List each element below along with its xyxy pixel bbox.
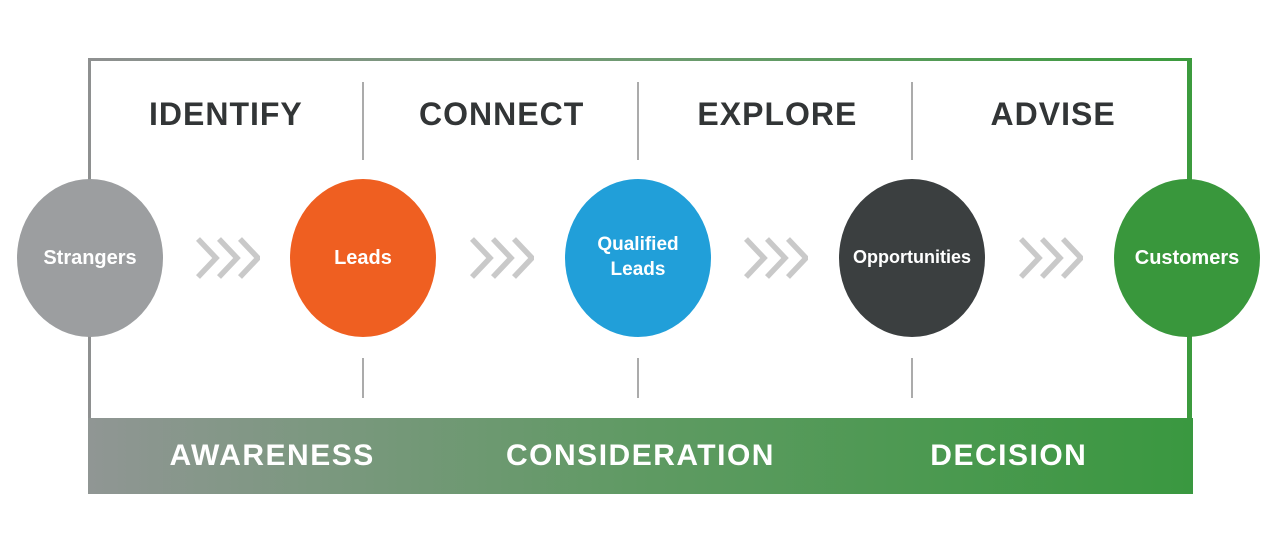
stage-divider [362,82,364,160]
circle-tick-divider [911,358,913,398]
triple-chevron-right-icon [742,235,808,281]
funnel-circle-opportunities: Opportunities [839,179,985,337]
funnel-circle-label: Strangers [43,247,137,269]
circle-tick-divider [362,358,364,398]
stage-label-explore: EXPLORE [697,96,858,132]
funnel-circle-label: Qualified Leads [597,234,679,280]
triple-chevron-right-icon [1017,235,1083,281]
bar-label-consideration: CONSIDERATION [506,439,775,472]
bar-label-decision: DECISION [930,439,1088,472]
top-stage-labels: IDENTIFY CONNECT EXPLORE ADVISE [88,96,1191,133]
funnel-circle-qualified-leads: Qualified Leads [565,179,711,337]
funnel-circle-label: Opportunities [853,247,971,268]
bar-label-awareness: AWARENESS [169,439,375,472]
triple-chevron-right-icon [468,235,534,281]
funnel-circle-label: Customers [1134,247,1240,269]
funnel-circle-leads: Leads [290,179,436,337]
stage-label-connect: CONNECT [419,96,585,132]
funnel-circle-customers: Customers [1114,179,1260,337]
triple-chevron-right-icon [194,235,260,281]
funnel-circle-label: Leads [334,247,392,269]
circle-tick-divider [637,358,639,398]
buyer-journey-bar: AWARENESS CONSIDERATION DECISION [88,418,1193,494]
funnel-circle-strangers: Strangers [17,179,163,337]
stage-label-advise: ADVISE [990,96,1116,132]
stage-divider [911,82,913,160]
stage-divider [637,82,639,160]
stage-label-identify: IDENTIFY [148,96,303,132]
